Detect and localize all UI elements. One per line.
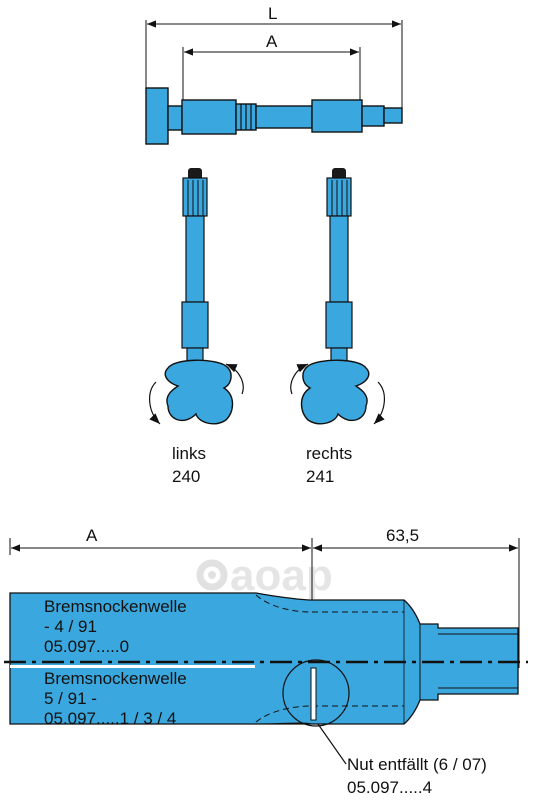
note-leader — [317, 723, 347, 765]
top-shaft — [145, 87, 403, 145]
watermark: aoap — [196, 551, 333, 600]
detail-drawing: A 63,5 Bremsnockenwelle - 4 / 91 05.097.… — [4, 526, 528, 797]
detail-dimension-A: A — [86, 526, 98, 545]
upper-label-line-2: - 4 / 91 — [44, 617, 97, 636]
upper-label-line-3: 05.097.....0 — [44, 637, 129, 656]
left-cam-number: 240 — [172, 467, 200, 486]
note-line-1: Nut entfällt (6 / 07) — [347, 755, 487, 774]
right-cam-shaft: rechts 241 — [290, 168, 385, 486]
note-line-2: 05.097.....4 — [347, 778, 432, 797]
dimension-L: L — [268, 4, 277, 23]
lower-label-line-1: Bremsnockenwelle — [44, 669, 187, 688]
left-cam-head — [164, 359, 234, 425]
dimension-A: A — [266, 32, 278, 51]
detail-shaft — [9, 592, 519, 725]
right-cam-side-label: rechts — [306, 444, 352, 463]
left-cam-shaft: links 240 — [149, 168, 244, 486]
detail-circle — [282, 659, 350, 727]
aoap-logo-icon — [196, 559, 228, 591]
top-shaft-drawing: L A — [145, 4, 403, 145]
lower-label-line-3: 05.097.....1 / 3 / 4 — [44, 709, 176, 728]
left-cam-side-label: links — [172, 444, 206, 463]
right-cam-number: 241 — [306, 467, 334, 486]
lower-label-line-2: 5 / 91 - — [44, 689, 97, 708]
right-cam-head — [300, 359, 370, 425]
groove — [310, 667, 317, 721]
watermark-text: aoap — [230, 551, 333, 600]
upper-label-line-1: Bremsnockenwelle — [44, 597, 187, 616]
dimension-63-5: 63,5 — [386, 526, 419, 545]
